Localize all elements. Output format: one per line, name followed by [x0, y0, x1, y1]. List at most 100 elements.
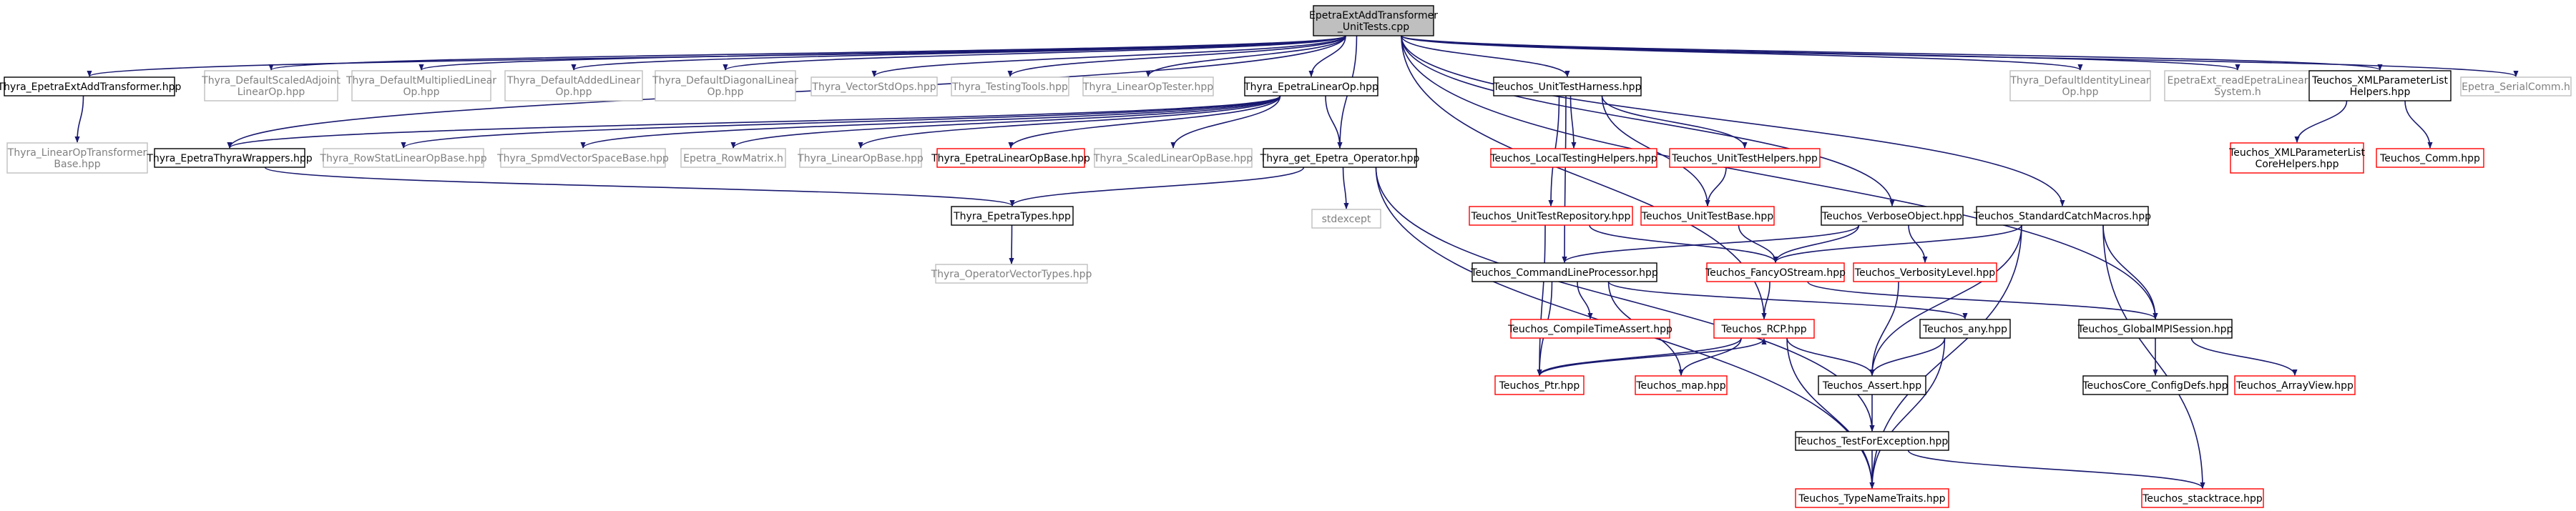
edge-teuchos_any-to-teuchos_type_name_traits [1869, 337, 1946, 489]
node-teuchos_standard_catch_macros[interactable]: Teuchos_StandardCatchMacros.hpp [1973, 206, 2151, 226]
node-thyra_epetra_linear_op[interactable]: Thyra_EpetraLinearOp.hpp [1243, 76, 1378, 96]
edge-teuchos_standard_catch_macros-to-teuchos_fancy_ostream [1773, 224, 2022, 263]
node-box [2141, 488, 2264, 508]
node-teuchos_compile_time_assert[interactable]: Teuchos_CompileTimeAssert.hpp [1507, 319, 1673, 339]
node-teuchos_comm[interactable]: Teuchos_Comm.hpp [2376, 148, 2484, 168]
node-label: Thyra_VectorStdOps.hpp [811, 81, 936, 93]
edge-thyra_epetraext_add_transformer-to-thyra_linear_op_transformer_base [74, 95, 84, 143]
edge-teuchos_verbosity_level-to-teuchos_assert [1869, 281, 1899, 376]
node-thyra_spmd_vector_space_base[interactable]: Thyra_SpmdVectorSpaceBase.hpp [496, 148, 669, 168]
edge-root-to-thyra_vector_std_ops [871, 35, 1346, 77]
node-label: Teuchos_RCP.hpp [1720, 324, 1806, 335]
node-thyra_linear_op_base[interactable]: Thyra_LinearOpBase.hpp [797, 148, 924, 168]
node-box [2078, 319, 2233, 339]
node-teuchos_verbosity_level[interactable]: Teuchos_VerbosityLevel.hpp [1853, 262, 1997, 282]
node-teuchos_global_mpi_session[interactable]: Teuchos_GlobalMPISession.hpp [2077, 319, 2233, 339]
edge-thyra_epetra_linear_op-to-thyra_epetra_linear_op_base [1008, 95, 1281, 149]
node-label: Thyra_RowStatLinearOpBase.hpp [319, 153, 486, 164]
node-teuchos_unit_test_base[interactable]: Teuchos_UnitTestBase.hpp [1640, 206, 1775, 226]
edge-root-to-thyra_epetra_linear_op [1308, 35, 1346, 77]
node-label: Epetra_RowMatrix.h [683, 153, 783, 164]
edge-teuchos_command_line_processor-to-teuchos_compile_time_assert [1577, 281, 1593, 319]
node-thyra_row_stat_linear_op_base[interactable]: Thyra_RowStatLinearOpBase.hpp [319, 148, 487, 168]
node-teuchos_unit_test_harness[interactable]: Teuchos_UnitTestHarness.hpp [1493, 76, 1642, 96]
node-teuchos_assert[interactable]: Teuchos_Assert.hpp [1818, 375, 1926, 395]
node-teuchos_map[interactable]: Teuchos_map.hpp [1635, 375, 1728, 395]
edge-teuchos_unit_test_repository-to-teuchos_fancy_ostream [1589, 224, 1778, 263]
node-thyra_testing_tools[interactable]: Thyra_TestingTools.hpp [951, 76, 1069, 96]
node-box [1821, 206, 1964, 226]
edge-teuchos_standard_catch_macros-to-teuchos_stacktrace [2102, 224, 2205, 489]
node-label: Teuchos_UnitTestRepository.hpp [1471, 211, 1631, 222]
node-teuchos_stacktrace[interactable]: Teuchos_stacktrace.hpp [2141, 488, 2264, 508]
node-teuchos_command_line_processor[interactable]: Teuchos_CommandLineProcessor.hpp [1470, 262, 1658, 282]
node-teuchos_core_config_defs[interactable]: TeuchosCore_ConfigDefs.hpp [2082, 375, 2228, 395]
node-thyra_operator_vector_types[interactable]: Thyra_OperatorVectorTypes.hpp [931, 264, 1092, 284]
edge-teuchos_unit_test_harness-to-teuchos_unit_test_helpers [1601, 95, 1748, 149]
node-box [1640, 206, 1775, 226]
edge-teuchos_unit_test_harness-to-teuchos_command_line_processor [1562, 95, 1567, 263]
edge-root-to-teuchos_xml_param_list_helpers [1401, 35, 2383, 71]
node-label: Teuchos_stacktrace.hpp [2142, 493, 2263, 505]
node-label: Thyra_LinearOpTransformer [7, 147, 147, 159]
edge-teuchos_xml_param_list_helpers-to-teuchos_comm [2404, 100, 2433, 149]
node-box [2234, 375, 2356, 395]
node-teuchos_ptr[interactable]: Teuchos_Ptr.hpp [1494, 375, 1585, 395]
node-thyra_epetra_types[interactable]: Thyra_EpetraTypes.hpp [951, 206, 1074, 226]
edge-teuchos_standard_catch_macros-to-teuchos_global_mpi_session [2102, 224, 2158, 319]
node-teuchos_rcp[interactable]: Teuchos_RCP.hpp [1713, 319, 1815, 339]
edge-thyra_epetra_linear_op-to-thyra_row_stat_linear_op_base [401, 95, 1281, 149]
edge-thyra_epetra_linear_op-to-thyra_get_epetra_operator [1325, 95, 1343, 149]
edge-thyra_get_epetra_operator-to-thyra_epetra_types [1009, 167, 1305, 207]
node-thyra_linear_op_tester[interactable]: Thyra_LinearOpTester.hpp [1082, 76, 1214, 96]
node-box [500, 148, 666, 168]
edge-teuchos_xml_param_list_helpers-to-teuchos_xml_param_list_core_helpers [2294, 100, 2348, 143]
node-thyra_epetra_thyra_wrappers[interactable]: Thyra_EpetraThyraWrappers.hpp [146, 148, 313, 168]
edge-root-to-epetraext_read_epetra [1401, 35, 2240, 71]
node-box [799, 148, 922, 168]
edge-teuchos_unit_test_repository-to-teuchos_ptr [1537, 224, 1546, 376]
edge-thyra_epetra_linear_op-to-thyra_spmd_vector_space_base [580, 95, 1281, 149]
node-teuchos_test_for_exception[interactable]: Teuchos_TestForException.hpp [1795, 431, 1949, 451]
node-teuchos_verbose_object[interactable]: Teuchos_VerboseObject.hpp [1821, 206, 1964, 226]
node-label: Thyra_EpetraLinearOpBase.hpp [931, 153, 1090, 164]
node-box [1490, 148, 1657, 168]
edge-root-to-teuchos_unit_test_harness [1401, 35, 1570, 77]
node-thyra_vector_std_ops[interactable]: Thyra_VectorStdOps.hpp [810, 76, 938, 96]
node-teuchos_any[interactable]: Teuchos_any.hpp [1919, 319, 2011, 339]
node-box [951, 206, 1074, 226]
node-teuchos_unit_test_helpers[interactable]: Teuchos_UnitTestHelpers.hpp [1669, 148, 1821, 168]
node-box [2230, 142, 2364, 174]
node-box [4, 76, 175, 96]
node-thyra_get_epetra_operator[interactable]: Thyra_get_Epetra_Operator.hpp [1260, 148, 1420, 168]
node-label: Thyra_EpetraThyraWrappers.hpp [146, 153, 312, 164]
edge-teuchos_unit_test_helpers-to-teuchos_unit_test_base [1705, 167, 1727, 207]
node-label: Op.hpp [403, 86, 439, 98]
node-epetra_serial_comm[interactable]: Epetra_SerialComm.h [2460, 76, 2572, 96]
node-thyra_epetraext_add_transformer[interactable]: Thyra_EpetraExtAddTransformer.hpp [0, 76, 181, 96]
node-label: Thyra_DefaultAddedLinear [506, 75, 641, 86]
node-teuchos_unit_test_repository[interactable]: Teuchos_UnitTestRepository.hpp [1469, 206, 1633, 226]
edge-teuchos_rcp-to-teuchos_type_name_traits [1786, 337, 1875, 489]
node-root[interactable]: EpetraExtAddTransformer_UnitTests.cpp [1309, 5, 1438, 36]
node-teuchos_fancy_ostream[interactable]: Teuchos_FancyOStream.hpp [1705, 262, 1846, 282]
node-thyra_epetra_linear_op_base[interactable]: Thyra_EpetraLinearOpBase.hpp [931, 148, 1090, 168]
node-epetra_row_matrix[interactable]: Epetra_RowMatrix.h [680, 148, 786, 168]
node-thyra_scaled_linear_op_base[interactable]: Thyra_ScaledLinearOpBase.hpp [1093, 148, 1253, 168]
node-label: Thyra_get_Epetra_Operator.hpp [1260, 153, 1420, 164]
node-label: CoreHelpers.hpp [2255, 159, 2339, 170]
node-teuchos_type_name_traits[interactable]: Teuchos_TypeNameTraits.hpp [1795, 488, 1949, 508]
node-teuchos_array_view[interactable]: Teuchos_ArrayView.hpp [2234, 375, 2356, 395]
node-teuchos_local_testing_helpers[interactable]: Teuchos_LocalTestingHelpers.hpp [1489, 148, 1657, 168]
node-box [1919, 319, 2011, 339]
node-stdexcept[interactable]: stdexcept [1311, 209, 1381, 229]
